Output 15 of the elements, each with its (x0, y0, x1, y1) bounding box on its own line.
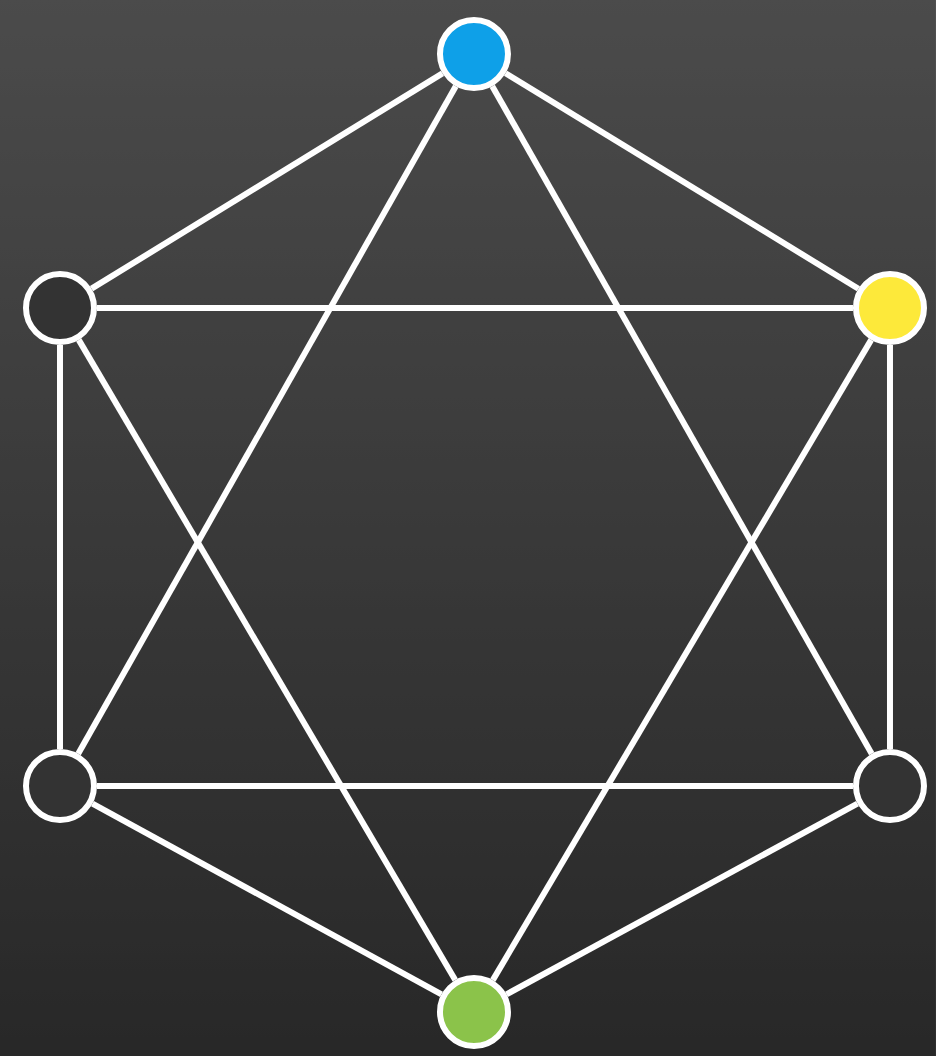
edge-line (75, 84, 459, 756)
graph-node (853, 749, 927, 823)
edge-line (57, 345, 63, 749)
edge-line (91, 801, 443, 997)
edge-line (76, 338, 458, 982)
graph-node (437, 975, 511, 1049)
edge-line (505, 801, 859, 997)
edge-line (489, 84, 875, 756)
edge-line (97, 783, 853, 789)
edge-line (89, 70, 445, 292)
edge-line (504, 70, 860, 292)
edge-line (887, 345, 893, 749)
edge-line (490, 338, 874, 982)
graph-node (853, 271, 927, 345)
edge-line (97, 305, 853, 311)
